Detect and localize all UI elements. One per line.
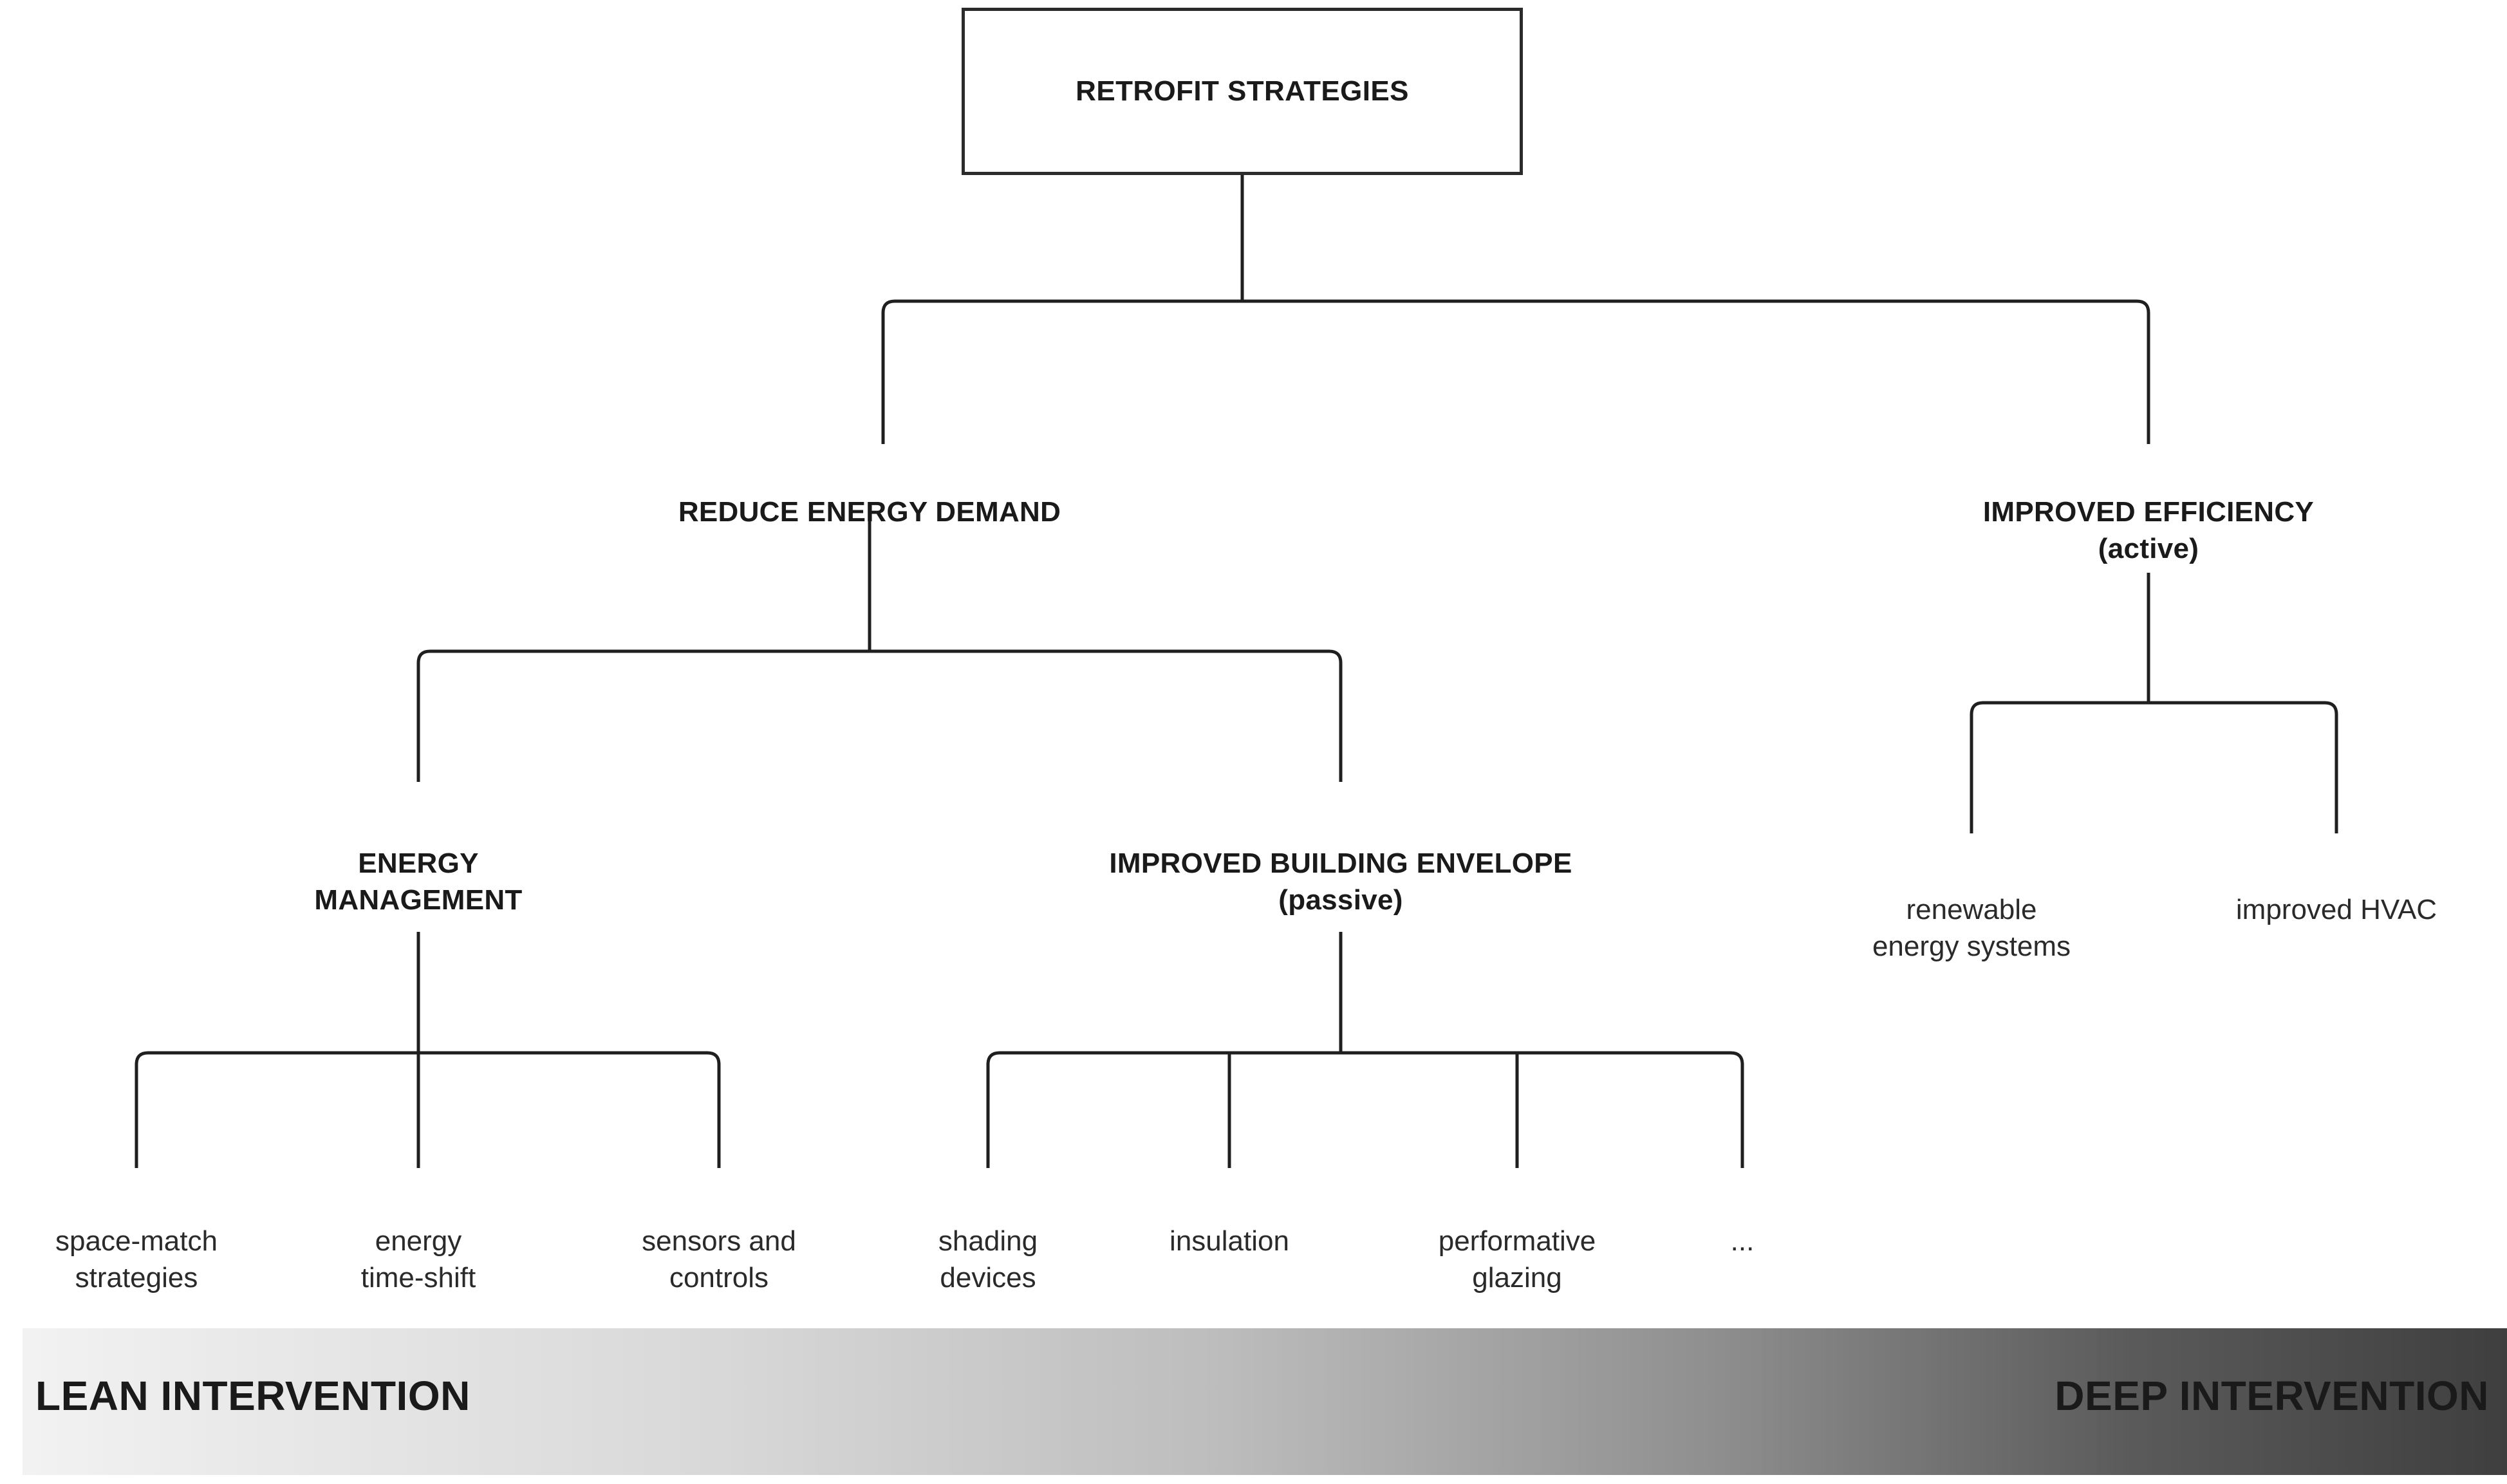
wire-level2-bus	[416, 649, 1343, 782]
node-improved-efficiency: IMPROVED EFFICIENCY (active)	[1891, 458, 2406, 603]
node-renewable-energy-systems-label: renewable energy systems	[1872, 894, 2071, 962]
node-energy-management-label: ENERGY MANAGEMENT	[314, 848, 523, 916]
node-insulation: insulation	[1068, 1187, 1390, 1260]
node-reduce-energy-demand: REDUCE ENERGY DEMAND	[548, 458, 1191, 531]
node-improved-efficiency-label: IMPROVED EFFICIENCY	[1982, 496, 2315, 528]
wire-energy-mgmt-bus	[135, 1051, 721, 1168]
node-renewable-energy-systems: renewable energy systems	[1811, 856, 2132, 965]
intervention-gradient-bar	[23, 1328, 2507, 1475]
lean-intervention-label: LEAN INTERVENTION	[35, 1373, 471, 1419]
node-improved-hvac: improved HVAC	[2176, 856, 2497, 929]
node-ellipsis-label: ...	[1730, 1225, 1755, 1257]
wire-envelope-bus	[986, 1051, 1744, 1168]
node-energy-time-shift: energy time-shift	[257, 1187, 579, 1296]
node-ellipsis: ...	[1581, 1187, 1903, 1260]
node-improved-hvac-label: improved HVAC	[2235, 894, 2437, 926]
node-energy-management: ENERGY MANAGEMENT	[161, 810, 676, 918]
node-performative-glazing-label: performative glazing	[1438, 1225, 1596, 1294]
node-retrofit-strategies: RETROFIT STRATEGIES	[962, 8, 1523, 175]
node-improved-building-envelope-label: IMPROVED BUILDING ENVELOPE	[1109, 848, 1572, 880]
deep-intervention-label: DEEP INTERVENTION	[2055, 1373, 2489, 1419]
node-sensors-and-controls: sensors and controls	[558, 1187, 880, 1296]
wire-efficiency-bus	[1970, 701, 2338, 833]
node-space-match-strategies: space-match strategies	[0, 1187, 297, 1296]
node-shading-devices-label: shading devices	[938, 1225, 1038, 1294]
wire-level1-bus	[881, 299, 2150, 444]
node-sensors-and-controls-label: sensors and controls	[642, 1225, 796, 1294]
node-space-match-strategies-label: space-match strategies	[55, 1225, 218, 1294]
node-improved-building-envelope: IMPROVED BUILDING ENVELOPE (passive)	[955, 810, 1727, 954]
node-reduce-energy-demand-label: REDUCE ENERGY DEMAND	[678, 496, 1061, 528]
node-shading-devices: shading devices	[827, 1187, 1149, 1296]
node-improved-efficiency-sub: (active)	[2098, 532, 2199, 564]
node-improved-building-envelope-sub: (passive)	[1278, 884, 1403, 916]
node-performative-glazing: performative glazing	[1356, 1187, 1678, 1296]
node-insulation-label: insulation	[1170, 1225, 1289, 1257]
node-retrofit-strategies-label: RETROFIT STRATEGIES	[1076, 75, 1409, 107]
node-energy-time-shift-label: energy time-shift	[360, 1225, 476, 1294]
